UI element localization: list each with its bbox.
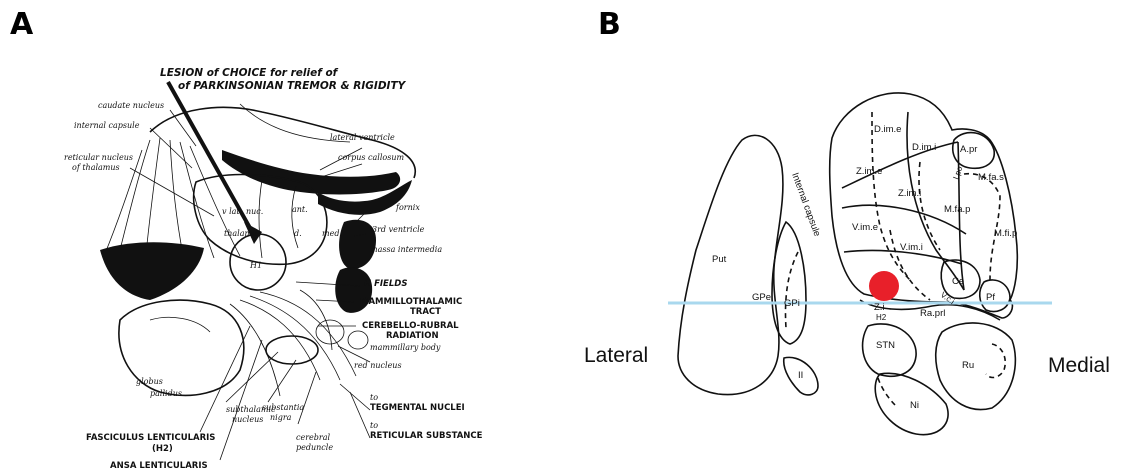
dark-wedge	[100, 242, 204, 300]
label-m-fi-p: M.fi.p	[994, 228, 1017, 239]
panel-a-title-line2: of PARKINSONIAN TREMOR & RIGIDITY	[178, 80, 407, 92]
label-thalamus: thalamus	[224, 229, 261, 238]
fibre-bundle	[250, 296, 340, 380]
capsule-fibre	[146, 138, 160, 254]
label-to-1: to	[370, 393, 378, 402]
label-m-fa-p: M.fa.p	[944, 204, 970, 215]
label-fasciculus-1: FASCICULUS LENTICULARIS	[86, 433, 215, 443]
label-caudate-nucleus: caudate nucleus	[98, 101, 164, 110]
thal-division	[842, 142, 958, 188]
thalamus-divider	[292, 186, 298, 248]
label-to-2: to	[370, 421, 378, 430]
leader-line	[220, 340, 262, 460]
label-h1: H1	[249, 261, 262, 270]
label-put: Put	[712, 254, 727, 265]
label-corpus-callosum: corpus callosum	[338, 153, 404, 162]
label-reticular-nucleus-2: of thalamus	[72, 163, 120, 172]
label-pallidus: pallidus	[150, 389, 182, 398]
globus-inner	[150, 317, 210, 332]
label-nuc: nuc.	[246, 207, 263, 216]
thalamus-divider	[259, 180, 262, 258]
label-h-fields: H FIELDS	[364, 279, 407, 289]
label-third-ventricle: 3rd ventricle	[372, 225, 425, 234]
label-gpe: GPe	[752, 292, 771, 303]
label-mammillary-body: mammillary body	[370, 343, 441, 352]
label-ant: ant.	[292, 205, 308, 214]
leader-line	[298, 372, 316, 424]
label-ni: Ni	[910, 400, 919, 411]
label-substantia-2: nigra	[270, 413, 292, 422]
label-massa-intermedia: massa intermedia	[370, 245, 442, 254]
label-ansa: ANSA LENTICULARIS	[110, 461, 208, 471]
leader-line	[318, 164, 362, 178]
label-h2: H2	[876, 313, 887, 322]
label-cerebral-2: peduncle	[296, 443, 333, 452]
label-lateral-ventricle: lateral ventricle	[330, 133, 395, 142]
red-nucleus-shape	[316, 320, 344, 344]
putamen-outline	[678, 135, 783, 394]
label-medial: Medial	[1048, 354, 1110, 377]
label-globus: globus	[136, 377, 163, 386]
label-fasciculus-2: (H2)	[152, 444, 173, 454]
mammillary-body-shape	[348, 331, 368, 349]
label-red-nucleus: red nucleus	[354, 361, 402, 370]
label-ce: Ce	[952, 276, 964, 287]
ru-outline	[936, 323, 1016, 410]
panel-a-title-line1: LESION of CHOICE for relief of	[160, 67, 339, 79]
label-ru: Ru	[962, 360, 974, 371]
label-z-im-e: Z.im.e	[856, 166, 882, 177]
label-cerebello-2: RADIATION	[386, 331, 439, 341]
label-d-im-e: D.im.e	[874, 124, 901, 135]
label-z-im-i: Z.im.i	[898, 188, 921, 199]
label-v-im-i: V.im.i	[900, 242, 923, 253]
label-ra-prl: Ra.prl	[920, 308, 945, 319]
label-v-im-e: V.im.e	[852, 222, 878, 233]
leader-line	[350, 392, 370, 438]
label-cerebral-1: cerebral	[296, 433, 330, 442]
label-mammillothalamic-1: MAMMILLOTHALAMIC	[360, 297, 462, 307]
panel-b-diagram: Put GPe GPi II Internal capsule D.im.e D…	[584, 93, 1110, 435]
capsule-fibre	[180, 142, 214, 258]
label-reticular-nucleus-1: reticular nucleus	[64, 153, 133, 162]
label-subthalamic-2: nucleus	[232, 415, 263, 424]
label-reticular-substance: RETICULAR SUBSTANCE	[370, 431, 483, 441]
label-stn: STN	[876, 340, 895, 351]
label-internal-capsule: Internal capsule	[789, 171, 822, 238]
label-d: d.	[294, 229, 302, 238]
label-d-im-i: D.im.i	[912, 142, 936, 153]
ru-dashed	[986, 344, 1005, 377]
label-lpo: Lpo	[951, 165, 964, 181]
subthalamic-nucleus-shape	[266, 336, 318, 364]
ni-dashed	[878, 378, 896, 406]
gpe-gpi-border	[786, 252, 799, 328]
panel-a-drawing: LESION of CHOICE for relief of of PARKIN…	[64, 67, 483, 471]
label-gpi: GPi	[784, 298, 800, 309]
label-internal-capsule: internal capsule	[74, 121, 140, 130]
label-z-i: Z.i	[874, 302, 885, 313]
label-lateral: Lateral	[584, 344, 648, 367]
label-mammillothalamic-2: TRACT	[410, 307, 441, 317]
label-cerebello-1: CEREBELLO-RUBRAL	[362, 321, 459, 331]
label-tegmental: TEGMENTAL NUCLEI	[370, 403, 465, 413]
label-med: med	[322, 229, 339, 238]
label-v-lat: v lat.	[222, 207, 242, 216]
label-substantia-1: substantia	[262, 403, 304, 412]
label-fornix: fornix	[395, 203, 420, 212]
label-pf: Pf	[986, 292, 995, 303]
leader-line	[340, 384, 370, 410]
fibre-bundle	[230, 304, 280, 396]
target-dot	[869, 271, 899, 301]
label-m-fa-s: M.fa.s	[978, 172, 1004, 183]
label-a-pr: A.pr	[960, 144, 977, 155]
label-ii: II	[798, 370, 803, 381]
